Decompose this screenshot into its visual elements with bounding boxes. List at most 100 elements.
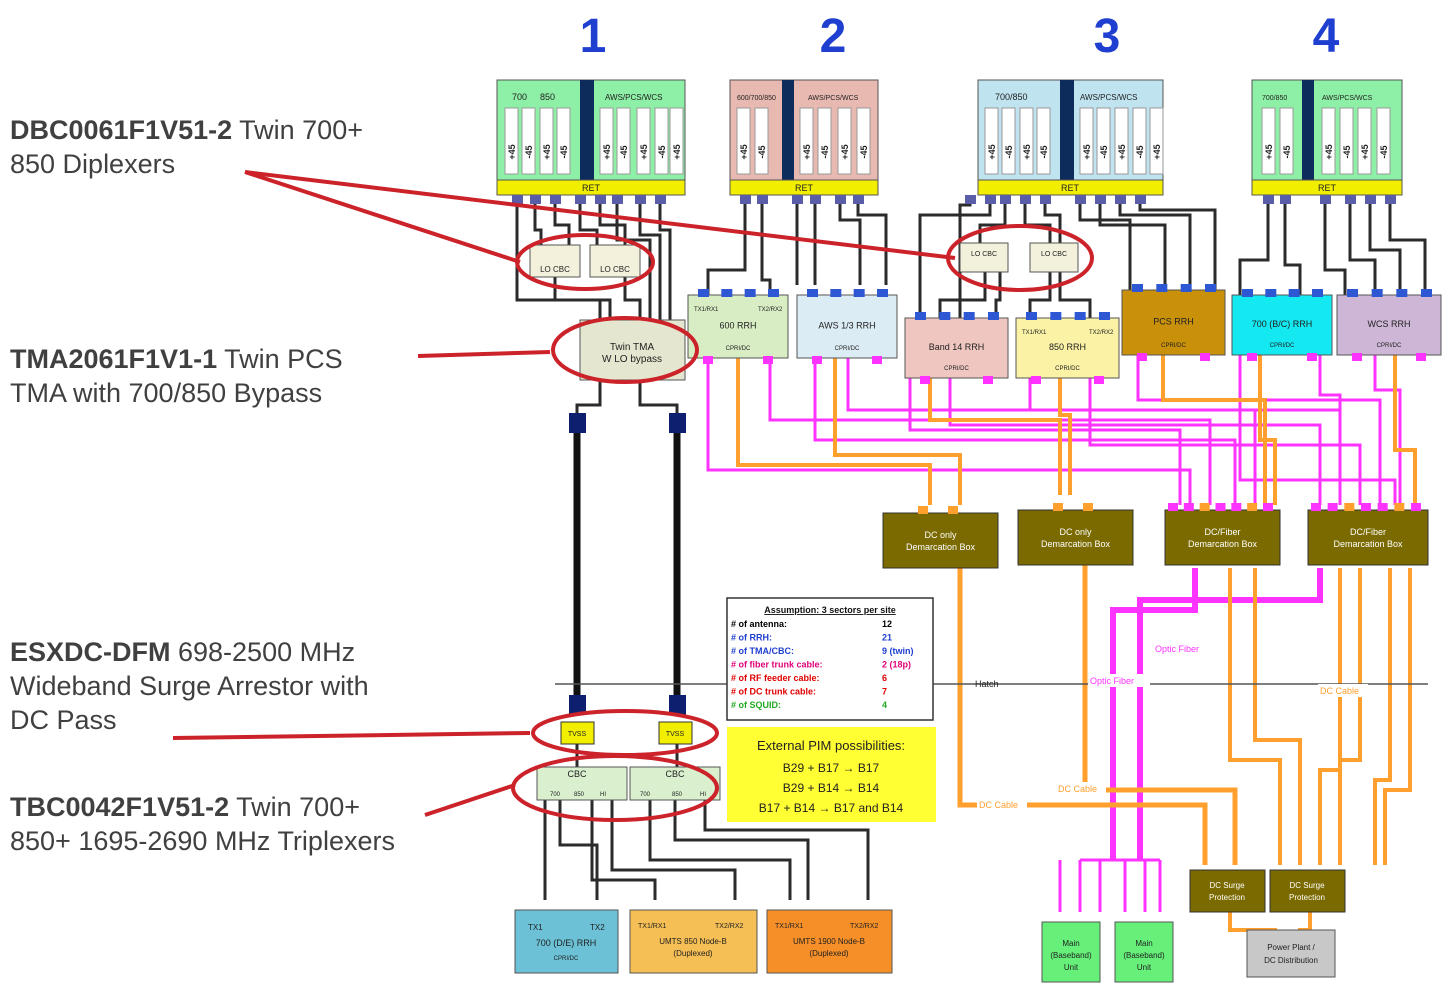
rrh-rf-port: [988, 312, 999, 320]
cable-connectors: [569, 413, 686, 715]
rrh-rf-port: [807, 289, 818, 297]
ret-connector: [792, 195, 803, 204]
assumption-label: # of RF feeder cable:: [731, 673, 820, 683]
polarization-label: -45: [524, 145, 534, 158]
ret-connector: [1320, 195, 1331, 204]
assumption-label: # of fiber trunk cable:: [731, 660, 823, 670]
cbc-port-label: 850: [672, 792, 683, 798]
demarc-port: [1083, 503, 1093, 511]
surge-line: DC Surge: [1209, 881, 1245, 890]
antenna-band-label: 600/700/850: [737, 95, 776, 102]
polarization-label: +45: [1152, 144, 1162, 159]
antenna-element-column: [1339, 107, 1354, 175]
ret-label: RET: [795, 183, 814, 193]
port-label: TX2/RX2: [715, 923, 744, 930]
cbc-label: CBC: [665, 769, 685, 779]
polarization-label: -45: [757, 145, 767, 158]
demarc-port: [1394, 503, 1405, 511]
ret-connector: [1040, 195, 1051, 204]
demarc-port: [1361, 503, 1371, 511]
callout-text: 850+ 1695-2690 MHz Triplexers: [10, 826, 395, 856]
rrh-rf-port: [963, 312, 975, 320]
callout-highlights: [172, 170, 1094, 822]
rrh-fiber-port: [1416, 353, 1426, 361]
rrh-cpri-label: CPRI/DC: [1161, 343, 1186, 349]
antenna-element-column: [1279, 107, 1294, 175]
polarization-label: +45: [1082, 144, 1092, 159]
antenna-band-label: AWS/PCS/WCS: [605, 93, 662, 102]
rrh-rf-port: [1421, 289, 1432, 297]
demarc-port: [1215, 503, 1226, 511]
polarization-label: +45: [1360, 144, 1370, 159]
demarc-port: [1377, 503, 1388, 511]
rrh-fiber-port: [1200, 353, 1210, 361]
baseband-line: Unit: [1064, 963, 1079, 972]
ret-connector: [853, 195, 864, 204]
antenna-element-column: [799, 107, 814, 175]
rrh-fiber-port: [763, 356, 773, 364]
callout-tbc0042: TBC0042F1V51-2 Twin 700+ 850+ 1695-2690 …: [10, 790, 490, 858]
dc-surge-protection: DC Surge Protection: [1269, 869, 1346, 913]
baseband-unit: Main (Baseband) Unit: [1114, 921, 1174, 983]
polarization-label: +45: [739, 144, 749, 159]
polarization-label: +45: [1117, 144, 1127, 159]
cbc-port-label: HI: [600, 792, 606, 798]
polarization-label: +45: [1324, 144, 1334, 159]
ret-connector: [655, 195, 666, 204]
rrh-rf-port: [853, 289, 865, 297]
assumption-value: 4: [882, 700, 887, 710]
rrh-cpri-label: CPRI/DC: [1377, 343, 1402, 349]
demarc-line: Demarcation Box: [1333, 539, 1403, 549]
demarc-port: [1053, 503, 1063, 511]
ret-connector: [1263, 195, 1274, 204]
ret-connector: [550, 195, 561, 204]
rrh-rf-port: [744, 289, 756, 297]
demarc-port: [1344, 503, 1355, 511]
part-number: TMA2061F1V1-1: [10, 344, 218, 374]
lo-cbc-label: LO CBC: [600, 265, 630, 274]
rrh-cpri-label: CPRI/DC: [1055, 366, 1080, 372]
polarization-label: +45: [542, 144, 552, 159]
callout-esxdc: ESXDC-DFM 698-2500 MHz Wideband Surge Ar…: [10, 635, 470, 737]
rrh-name: AWS 1/3 RRH: [818, 321, 875, 331]
ret-connector: [1115, 195, 1126, 204]
antenna-element-column: [1001, 107, 1016, 175]
antenna-element-column: [856, 107, 871, 175]
lo-cbc-label: LO CBC: [971, 251, 997, 258]
ret-connector: [512, 195, 523, 204]
antenna-element-columns: +45-45+45-45+45-45+45-45+45+45-45+45-45+…: [504, 107, 1396, 204]
baseband-line: (Baseband): [1050, 951, 1092, 960]
antenna-element-column: [1376, 107, 1391, 175]
rrh-rf-port: [1288, 289, 1300, 297]
rrh-fiber-port: [812, 356, 822, 364]
polarization-label: +45: [802, 144, 812, 159]
pim-line: B29 + B17 → B17: [783, 761, 880, 775]
cable-labels: Optic Fiber Optic Fiber DC Cable DC Cabl…: [977, 642, 1368, 811]
callout-text: DC Pass: [10, 705, 117, 735]
cbc-port-label: HI: [700, 792, 706, 798]
antenna-element-column: [736, 107, 751, 175]
rrh-rf-port: [1242, 289, 1253, 297]
antenna-element-column: [1036, 107, 1051, 175]
tma-label-line2: W LO bypass: [602, 354, 662, 365]
optic-fiber-label: Optic Fiber: [1090, 676, 1134, 686]
rrh-cpri-label: CPRI/DC: [835, 346, 860, 352]
sector-number: 3: [1094, 10, 1121, 63]
unit-sub: CPRI/DC: [554, 956, 579, 962]
antenna-element-column: [669, 107, 684, 175]
sector-number: 1: [580, 10, 607, 63]
ret-connector: [985, 195, 996, 204]
ret-connector: [1280, 195, 1291, 204]
unit-sub: (Duplexed): [809, 949, 848, 958]
antenna-element-column: [1321, 107, 1336, 175]
polarization-label: -45: [1379, 145, 1389, 158]
callout-text: TMA with 700/850 Bypass: [10, 378, 323, 408]
polarization-label: -45: [1342, 145, 1352, 158]
ret-connector: [835, 195, 846, 204]
ret-connector: [810, 195, 821, 204]
